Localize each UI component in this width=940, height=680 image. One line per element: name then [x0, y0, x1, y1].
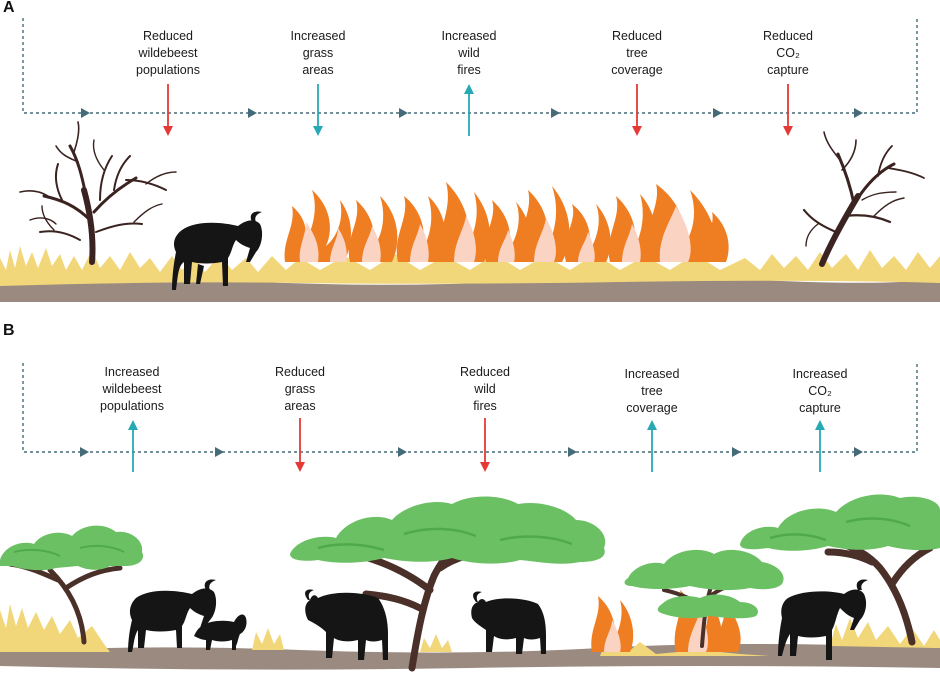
panel-a-flow-line [22, 18, 918, 114]
panel-a-flow-chevrons [81, 108, 863, 118]
panel-a-ground [0, 277, 940, 302]
panel-a-letter: A [3, 0, 15, 16]
panel-a-wildebeest [172, 211, 263, 290]
panel-b-flow-chevrons [80, 447, 863, 457]
panel-b-wildebeest-calf [194, 614, 247, 650]
panel-b-wildebeest-3 [471, 591, 546, 654]
panel-a-arrow-5 [783, 84, 793, 136]
panel-b-wildebeest-2 [305, 589, 388, 660]
panel-a-arrow-2 [313, 84, 323, 136]
panel-b-arrow-3 [480, 418, 490, 472]
panel-b-arrow-5 [815, 420, 825, 472]
panel-b-tree-left [0, 525, 144, 645]
panel-a-dead-tree-right [802, 131, 925, 267]
panel-b-tree-right [740, 494, 940, 646]
panel-b-letter: B [3, 322, 15, 339]
panel-a-arrow-3 [464, 84, 474, 136]
panel-a-dead-tree-left [19, 121, 177, 265]
panel-b-flow-line [22, 363, 918, 453]
panel-b-arrow-4 [647, 420, 657, 472]
panel-b-arrow-2 [295, 418, 305, 472]
panel-a-arrow-4 [632, 84, 642, 136]
panel-a-fire [284, 182, 729, 262]
panel-a-grass [0, 246, 940, 286]
panel-b-wildebeest-1 [128, 579, 217, 652]
panel-b-arrow-1 [128, 420, 138, 472]
panel-b-wildebeest-4 [778, 579, 868, 660]
panel-b-tree-small [624, 549, 784, 648]
panel-a-arrow-1 [163, 84, 173, 136]
panel-b-tree-center [290, 496, 606, 672]
